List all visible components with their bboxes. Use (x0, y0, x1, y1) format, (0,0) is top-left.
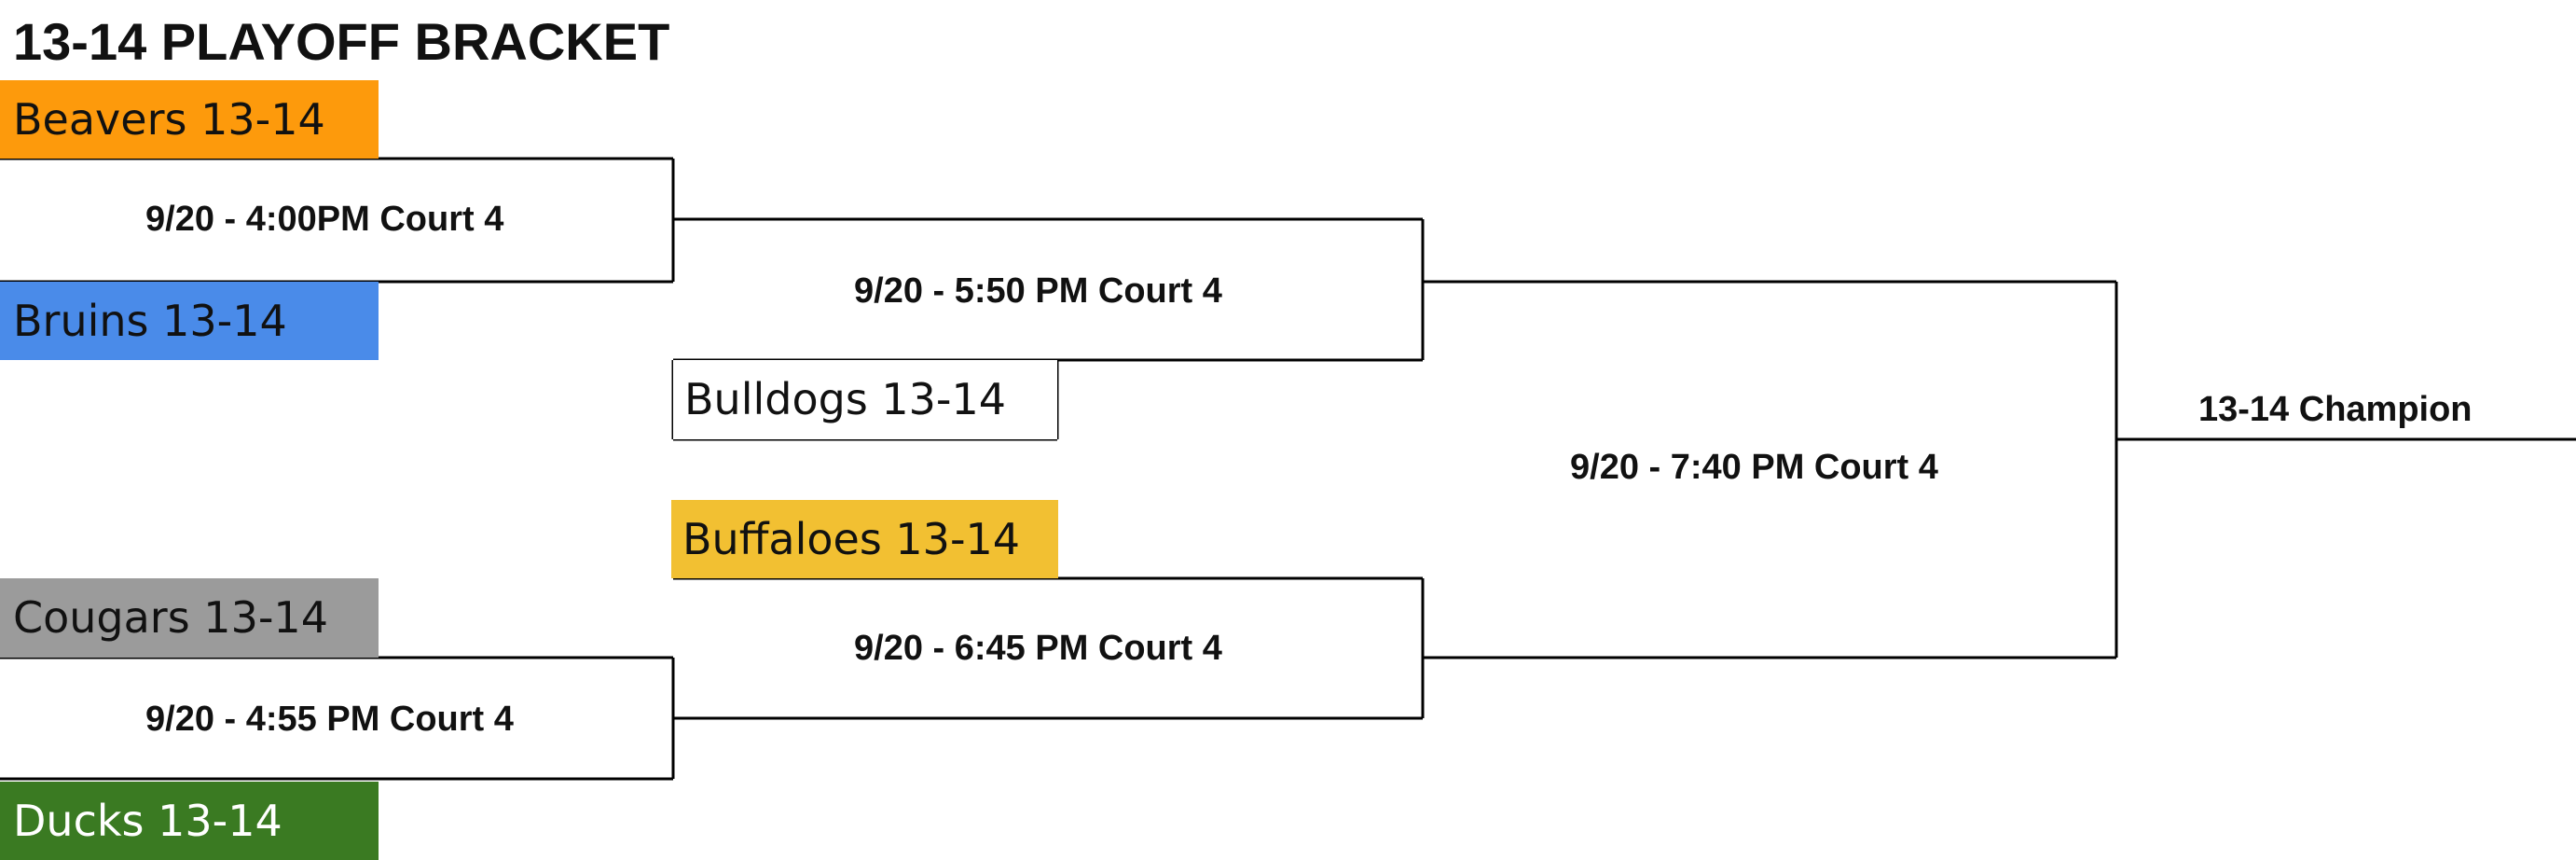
game-5-label: 9/20 - 7:40 PM Court 4 (1570, 448, 1938, 487)
team-bruins-label: Bruins 13-14 (13, 296, 287, 346)
team-beavers: Beavers 13-14 (0, 80, 379, 159)
team-bulldogs: Bulldogs 13-14 (673, 360, 1057, 439)
page-title: 13-14 PLAYOFF BRACKET (13, 12, 670, 71)
game-3-label: 9/20 - 5:50 PM Court 4 (854, 271, 1222, 311)
team-bulldogs-label: Bulldogs 13-14 (684, 374, 1007, 424)
team-cougars: Cougars 13-14 (0, 578, 379, 658)
team-buffaloes-label: Buffaloes 13-14 (682, 514, 1021, 564)
team-cougars-label: Cougars 13-14 (13, 592, 328, 643)
game-1-label: 9/20 - 4:00PM Court 4 (145, 200, 504, 239)
team-ducks-label: Ducks 13-14 (13, 796, 282, 846)
game-2-label: 9/20 - 4:55 PM Court 4 (145, 700, 514, 739)
team-ducks: Ducks 13-14 (0, 782, 379, 860)
champion-label: 13-14 Champion (2198, 390, 2473, 429)
game-4-label: 9/20 - 6:45 PM Court 4 (854, 629, 1222, 668)
team-beavers-label: Beavers 13-14 (13, 94, 325, 145)
team-bruins: Bruins 13-14 (0, 282, 379, 360)
team-buffaloes: Buffaloes 13-14 (671, 500, 1058, 578)
